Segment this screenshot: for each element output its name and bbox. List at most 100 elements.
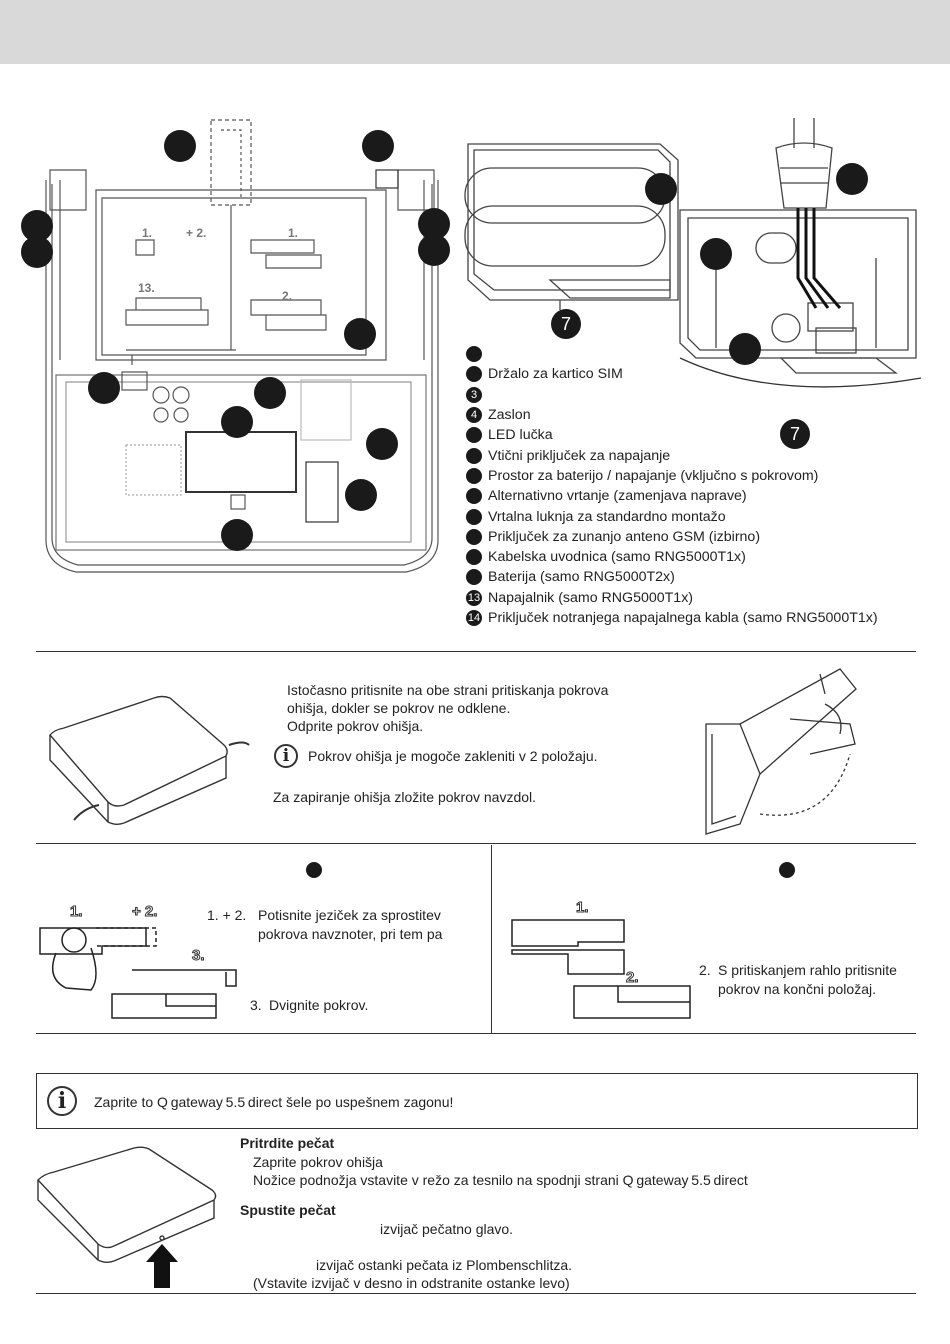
device-interior-diagram: 1. + 2. 13. 1. 2.	[45, 119, 439, 573]
legend-label: Kabelska uvodnica (samo RNG5000T1x)	[488, 549, 746, 566]
legend-number-badge	[466, 427, 482, 444]
open-info: Pokrov ohišja je mogoče zakleniti v 2 po…	[308, 748, 598, 764]
housing-closed-illustration	[49, 695, 250, 825]
header-bar	[0, 0, 950, 64]
legend-number-badge: 4	[466, 407, 482, 424]
info-box: i Zaprite to Q gateway 5.5 direct šele p…	[36, 1073, 918, 1129]
step-dot-right	[779, 862, 795, 878]
callout-battery-top	[645, 173, 677, 205]
seal-attach-1: Zaprite pokrov ohišja	[253, 1154, 383, 1170]
housing-open-illustration	[705, 668, 857, 835]
legend-item: Alternativno vrtanje (zamenjava naprave)	[466, 486, 936, 506]
callout-display	[344, 318, 376, 350]
legend-item: Vtični priključek za napajanje	[466, 445, 936, 465]
open-line-2: ohišja, dokler se pokrov ne odklene.	[287, 700, 511, 716]
callout-top-right	[362, 130, 394, 162]
legend-item: 3	[466, 385, 936, 405]
legend-label: Prostor za baterijo / napajanje (vključn…	[488, 467, 819, 484]
vertical-divider	[491, 845, 492, 1033]
divider-4	[36, 1293, 916, 1294]
diagram-label-2: + 2.	[186, 226, 206, 240]
left-step3: Dvignite pokrov.	[269, 997, 369, 1013]
diagram-label-1: 1.	[142, 226, 152, 240]
legend-number-badge	[466, 569, 482, 586]
callout-cable-gland	[836, 163, 868, 195]
callout-power-supply	[729, 333, 761, 365]
battery-diagram	[464, 143, 679, 310]
legend-label: Vrtalna luknja za standardno montažo	[488, 508, 726, 525]
callout-drill	[221, 519, 253, 551]
right-step-line-1: S pritiskanjem rahlo pritisnite	[718, 962, 897, 978]
legend-number-badge	[466, 488, 482, 505]
legend-item: Priključek za zunanjo anteno GSM (izbirn…	[466, 527, 936, 547]
legend-item: Baterija (samo RNG5000T2x)	[466, 567, 936, 587]
close-cover-figure: 1. 2.	[511, 899, 691, 1019]
legend-number-badge	[466, 366, 482, 383]
callout-seven-b: 7	[780, 419, 810, 449]
diagram-label-down1: 1.	[288, 226, 298, 240]
legend-label: Priključek notranjega napajalnega kabla …	[488, 610, 878, 626]
legend-item: Kabelska uvodnica (samo RNG5000T1x)	[466, 547, 936, 567]
seal-illustration	[37, 1146, 217, 1288]
legend-number-badge	[466, 467, 482, 484]
fig-label-1: 1.	[70, 903, 83, 920]
legend-number-badge	[466, 508, 482, 525]
legend-number-badge	[466, 447, 482, 464]
divider-1	[36, 651, 916, 652]
fig-label-2: + 2.	[132, 903, 157, 920]
legend-item: Prostor za baterijo / napajanje (vključn…	[466, 466, 936, 486]
legend-label: Napajalnik (samo RNG5000T1x)	[488, 589, 694, 606]
legend-label: Priključek za zunanjo anteno GSM (izbirn…	[488, 528, 761, 545]
right-fig-label-1: 1.	[576, 899, 589, 916]
legend-label: Baterija (samo RNG5000T2x)	[488, 569, 675, 586]
legend-item: Vrtalna luknja za standardno montažo	[466, 506, 936, 526]
left-step-line-2: pokrova navznoter, pri tem pa	[258, 926, 443, 942]
legend-label: Zaslon	[488, 407, 531, 424]
legend-item: 13 Napajalnik (samo RNG5000T1x)	[466, 588, 936, 608]
callout-led	[254, 377, 286, 409]
fig-label-3: 3.	[192, 947, 205, 964]
seal-attach-2: Nožice podnožja vstavite v režo za tesni…	[253, 1172, 748, 1188]
open-line-3: Odprite pokrov ohišja.	[287, 718, 424, 734]
legend-item: Držalo za kartico SIM	[466, 364, 936, 384]
diagram-label-13: 13.	[138, 281, 155, 295]
seal-release-1: izvijač pečatno glavo.	[380, 1221, 514, 1237]
callout-connector	[345, 479, 377, 511]
callout-antenna	[366, 428, 398, 460]
callout-right-2	[418, 234, 450, 266]
info-icon: i	[274, 744, 298, 768]
diagram-label-2b: 2.	[282, 289, 292, 303]
legend-number-badge: 3	[466, 386, 482, 403]
legend-label: Držalo za kartico SIM	[488, 366, 623, 383]
legend-item: 4 Zaslon	[466, 405, 936, 425]
callout-sim	[88, 372, 120, 404]
callout-top-left	[164, 130, 196, 162]
callout-battery	[221, 406, 253, 438]
callout-left-2	[21, 236, 53, 268]
left-step-line-1: Potisnite jeziček za sprostitev	[258, 907, 441, 923]
seal-release-2: izvijač ostanki pečata iz Plombenschlitz…	[316, 1257, 573, 1273]
right-step-line-2: pokrov na končni položaj.	[718, 981, 876, 997]
legend-number-badge: 14	[466, 610, 482, 626]
legend-number-badge	[466, 528, 482, 545]
legend-label: LED lučka	[488, 427, 553, 444]
release-tab-figure: 1. + 2. 3.	[39, 903, 237, 1019]
left-step3-prefix: 3.	[250, 997, 262, 1013]
legend-label: Alternativno vrtanje (zamenjava naprave)	[488, 488, 747, 505]
power-supply-diagram	[679, 118, 922, 388]
divider-3	[36, 1033, 916, 1034]
right-fig-label-2: 2.	[626, 969, 639, 986]
legend-item	[466, 344, 936, 364]
seal-release-title: Spustite pečat	[240, 1202, 336, 1218]
info-box-icon: i	[47, 1086, 77, 1116]
seal-release-3: (Vstavite izvijač v desno in odstranite …	[253, 1275, 570, 1291]
step-dot-left	[306, 862, 322, 878]
legend-number-badge: 13	[466, 589, 482, 606]
seal-attach-title: Pritrdite pečat	[240, 1135, 335, 1151]
info-box-text: Zaprite to Q gateway 5.5 direct šele po …	[94, 1094, 454, 1110]
legend-item: LED lučka	[466, 425, 936, 445]
open-line-1: Istočasno pritisnite na obe strani priti…	[287, 682, 609, 698]
legend-number-badge	[466, 549, 482, 566]
open-close: Za zapiranje ohišja zložite pokrov navzd…	[273, 789, 537, 805]
